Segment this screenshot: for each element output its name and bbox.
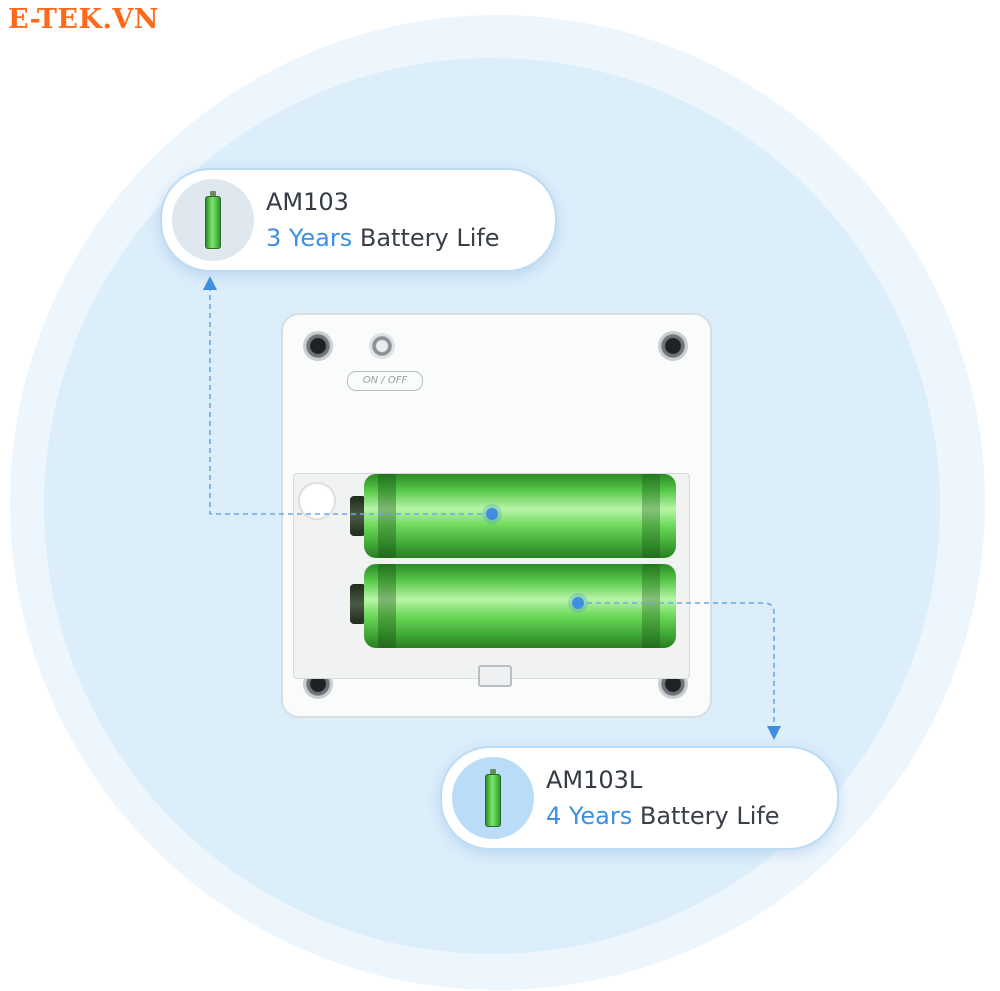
watermark-logo: E-TEK.VN <box>8 4 159 35</box>
model-name: AM103L <box>546 766 643 794</box>
battery-years: 4 Years <box>546 802 633 830</box>
model-name: AM103 <box>266 188 349 216</box>
battery-life: 4 Years Battery Life <box>546 801 780 831</box>
battery-life-label: Battery Life <box>639 802 780 830</box>
battery-icon <box>172 179 254 261</box>
battery-bottom <box>364 564 676 648</box>
battery-years: 3 Years <box>266 224 353 252</box>
battery-cap <box>350 584 366 624</box>
battery-cap <box>350 496 366 536</box>
switch-label: ON / OFF <box>347 371 423 391</box>
battery-top <box>364 474 676 558</box>
battery-life-label: Battery Life <box>359 224 500 252</box>
battery-icon <box>452 757 534 839</box>
screw-icon <box>658 331 688 361</box>
battery-life: 3 Years Battery Life <box>266 223 500 253</box>
release-slot <box>478 665 512 687</box>
power-switch <box>369 333 395 359</box>
callout-am103l: AM103L 4 Years Battery Life <box>440 746 839 850</box>
marker-dot <box>486 508 498 520</box>
callout-am103: AM103 3 Years Battery Life <box>160 168 557 272</box>
screw-icon <box>303 331 333 361</box>
marker-dot <box>572 597 584 609</box>
